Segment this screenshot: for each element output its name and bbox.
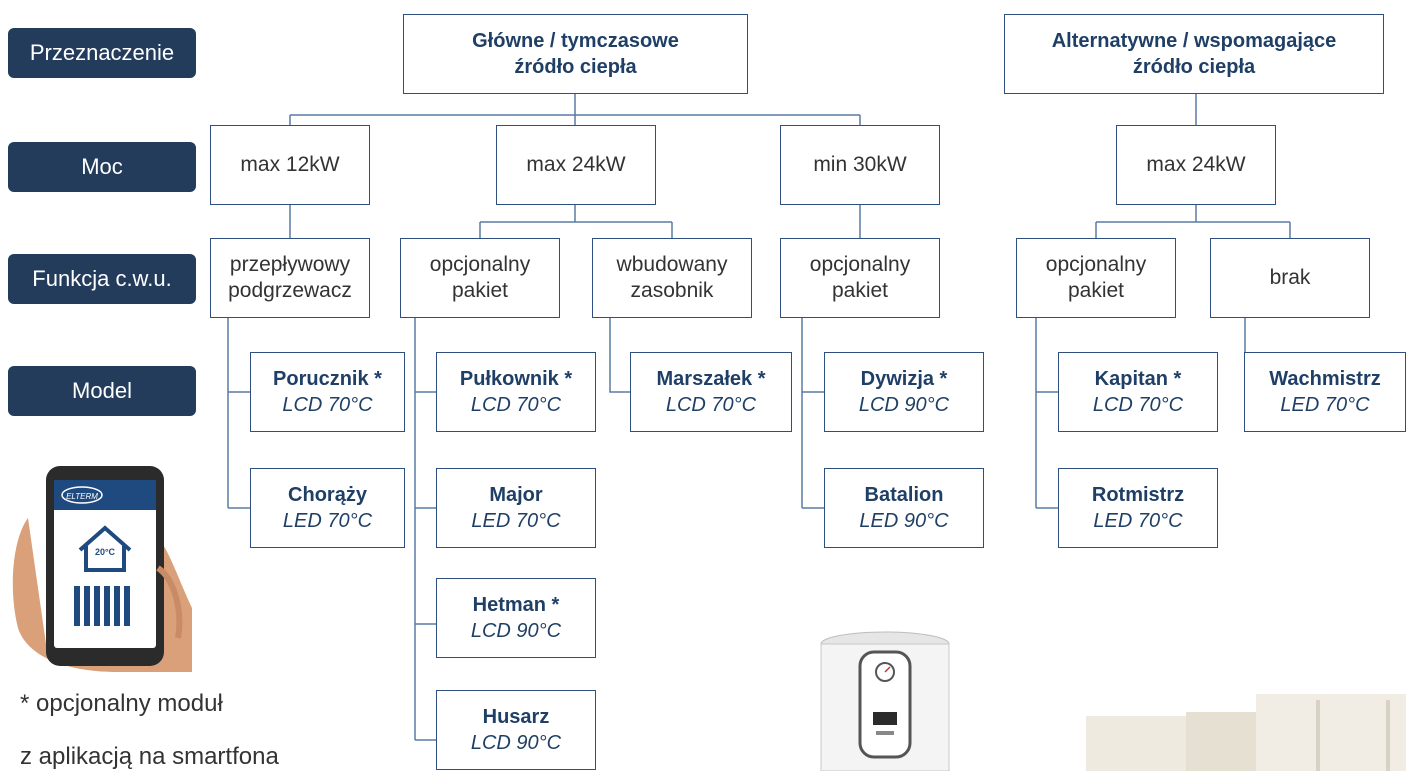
purpose-main-box: Główne / tymczasowe źródło ciepła — [403, 14, 748, 94]
purpose-alt-line1: Alternatywne / wspomagające — [1051, 30, 1337, 52]
dhw-opt2-line2: pakiet — [831, 279, 889, 302]
dhw-flow-box: przepływowy podgrzewacz — [210, 238, 370, 318]
model-marszalek: Marszałek * LCD 70°C — [630, 352, 792, 432]
model-spec: LED 70°C — [471, 510, 561, 532]
dhw-optional-package-box-2: opcjonalny pakiet — [780, 238, 940, 318]
model-name: Dywizja * — [860, 368, 948, 390]
dhw-opt2-line1: opcjonalny — [809, 253, 911, 276]
model-spec: LCD 90°C — [858, 394, 950, 416]
phone-temp: 20°C — [95, 547, 116, 557]
model-chorazy: Chorąży LED 70°C — [250, 468, 405, 548]
model-spec: LCD 70°C — [470, 394, 562, 416]
model-major: Major LED 70°C — [436, 468, 596, 548]
model-rotmistrz: Rotmistrz LED 70°C — [1058, 468, 1218, 548]
row-label-purpose: Przeznaczenie — [8, 28, 196, 78]
model-dywizja: Dywizja * LCD 90°C — [824, 352, 984, 432]
footnote-line2: z aplikacją na smartfona — [20, 743, 279, 770]
model-spec: LED 70°C — [1280, 394, 1370, 416]
purpose-alt-line2: źródło ciepła — [1132, 56, 1256, 78]
dhw-opt1-line1: opcjonalny — [429, 253, 531, 276]
model-name: Wachmistrz — [1269, 368, 1381, 390]
dhw-none-text: brak — [1269, 266, 1311, 289]
model-spec: LCD 70°C — [1092, 394, 1184, 416]
power-24kw-box: max 24kW — [496, 125, 656, 205]
purpose-main-line1: Główne / tymczasowe — [472, 30, 679, 52]
model-kapitan: Kapitan * LCD 70°C — [1058, 352, 1218, 432]
power-30kw-text: min 30kW — [813, 153, 907, 176]
dhw-builtin-line2: zasobnik — [630, 279, 714, 302]
building-blocks-illustration-icon — [1086, 694, 1406, 771]
model-name: Kapitan * — [1094, 368, 1182, 390]
dhw-opt3-line1: opcjonalny — [1045, 253, 1147, 276]
smartphone-in-hand-icon: ELTERM 20°C — [12, 466, 192, 672]
dhw-flow-line1: przepływowy — [229, 253, 351, 276]
model-pulkownik: Pułkownik * LCD 70°C — [436, 352, 596, 432]
model-name: Husarz — [482, 706, 550, 728]
power-alt-24kw-box: max 24kW — [1116, 125, 1276, 205]
model-porucznik: Porucznik * LCD 70°C — [250, 352, 405, 432]
model-name: Rotmistrz — [1091, 484, 1185, 506]
dhw-opt3-line2: pakiet — [1067, 279, 1125, 302]
model-spec: LED 70°C — [282, 510, 373, 532]
power-30kw-box: min 30kW — [780, 125, 940, 205]
model-hetman: Hetman * LCD 90°C — [436, 578, 596, 658]
phone-brand: ELTERM — [66, 492, 98, 501]
model-name: Porucznik * — [273, 368, 382, 390]
power-12kw-text: max 12kW — [240, 153, 340, 176]
model-spec: LCD 90°C — [470, 620, 562, 642]
model-spec: LED 90°C — [859, 510, 949, 532]
model-name: Major — [489, 484, 543, 506]
footnote-line1: * opcjonalny moduł — [20, 690, 223, 717]
power-24kw-text: max 24kW — [526, 153, 626, 176]
model-spec: LCD 70°C — [665, 394, 757, 416]
dhw-opt1-line2: pakiet — [451, 279, 509, 302]
model-name: Hetman * — [472, 594, 560, 616]
dhw-builtin-line1: wbudowany — [616, 253, 728, 276]
purpose-main-line2: źródło ciepła — [514, 56, 637, 78]
row-label-power: Moc — [8, 142, 196, 192]
power-12kw-box: max 12kW — [210, 125, 370, 205]
model-name: Batalion — [864, 484, 944, 506]
model-husarz: Husarz LCD 90°C — [436, 690, 596, 770]
model-spec: LCD 70°C — [282, 394, 373, 416]
model-spec: LED 70°C — [1093, 510, 1183, 532]
purpose-alt-box: Alternatywne / wspomagające źródło ciepł… — [1004, 14, 1384, 94]
boiler-illustration-icon — [820, 631, 950, 771]
model-wachmistrz: Wachmistrz LED 70°C — [1244, 352, 1406, 432]
row-label-model: Model — [8, 366, 196, 416]
model-spec: LCD 90°C — [470, 732, 562, 754]
dhw-optional-package-box: opcjonalny pakiet — [400, 238, 560, 318]
model-name: Pułkownik * — [459, 368, 573, 390]
dhw-builtin-tank-box: wbudowany zasobnik — [592, 238, 752, 318]
row-label-dhw: Funkcja c.w.u. — [8, 254, 196, 304]
model-name: Marszałek * — [656, 368, 766, 390]
model-name: Chorąży — [288, 484, 367, 506]
dhw-optional-package-box-3: opcjonalny pakiet — [1016, 238, 1176, 318]
power-alt-24kw-text: max 24kW — [1146, 153, 1246, 176]
dhw-flow-line2: podgrzewacz — [228, 279, 352, 302]
dhw-none-box: brak — [1210, 238, 1370, 318]
model-batalion: Batalion LED 90°C — [824, 468, 984, 548]
